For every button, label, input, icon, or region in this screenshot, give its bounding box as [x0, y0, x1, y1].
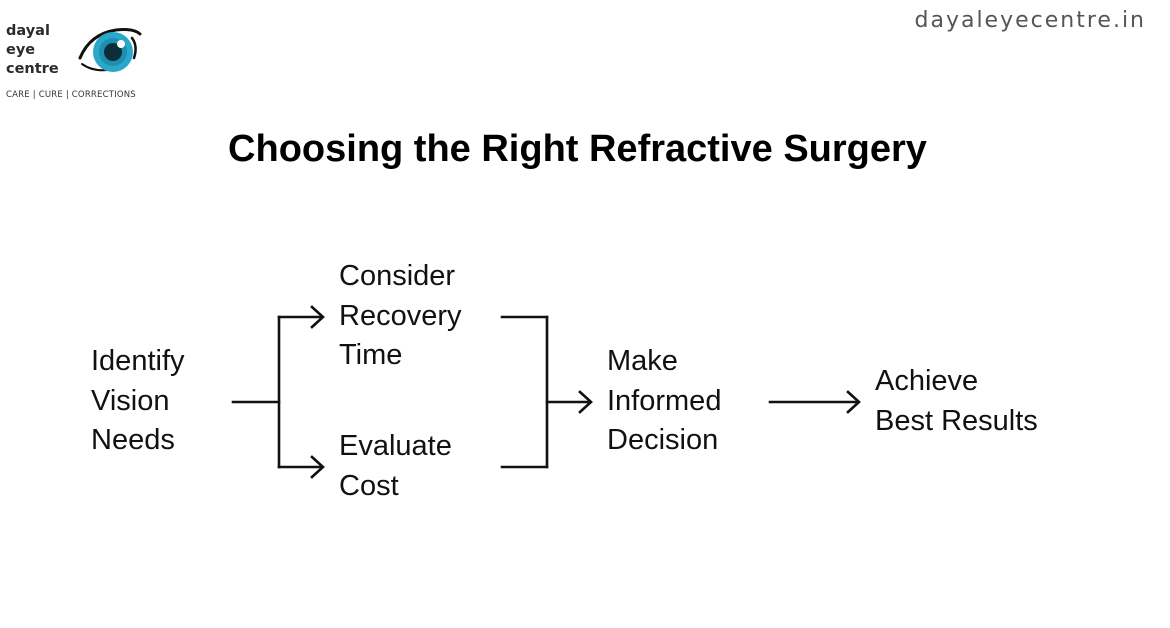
node-line: Evaluate	[339, 430, 452, 462]
node-line: Cost	[339, 469, 399, 502]
node-line: Time	[339, 339, 403, 371]
node-line: Vision	[91, 384, 170, 417]
node-consider-recovery-time: Consider Recovery Time	[339, 257, 462, 376]
logo: dayal eye centre CARE | CURE | CORRECTIO…	[6, 22, 156, 104]
node-line: Best Results	[875, 404, 1038, 437]
logo-tagline: CARE | CURE | CORRECTIONS	[6, 90, 136, 100]
arrowhead-cost	[310, 455, 325, 479]
node-identify-vision-needs: Identify Vision Needs	[91, 342, 185, 461]
arrowhead-decision	[578, 390, 593, 414]
logo-word-3: centre	[6, 61, 59, 77]
node-line: Recovery	[339, 299, 462, 332]
node-line: Informed	[607, 384, 722, 417]
node-line: Needs	[91, 424, 175, 456]
node-line: Achieve	[875, 365, 979, 397]
node-achieve-best-results: Achieve Best Results	[875, 362, 1038, 441]
logo-word-1: dayal	[6, 23, 50, 39]
arrowhead-results	[846, 390, 861, 414]
node-make-informed-decision: Make Informed Decision	[607, 342, 721, 461]
node-evaluate-cost: Evaluate Cost	[339, 427, 452, 506]
arrowhead-recovery	[310, 305, 325, 329]
eye-logo-icon	[78, 28, 142, 72]
node-line: Decision	[607, 424, 719, 456]
node-line: Identify	[91, 345, 185, 377]
logo-word-2: eye	[6, 42, 36, 58]
node-line: Consider	[339, 260, 456, 292]
page-title: Choosing the Right Refractive Surgery	[228, 128, 927, 170]
node-line: Make	[607, 345, 678, 377]
website-url: dayaleyecentre.in	[914, 8, 1146, 33]
